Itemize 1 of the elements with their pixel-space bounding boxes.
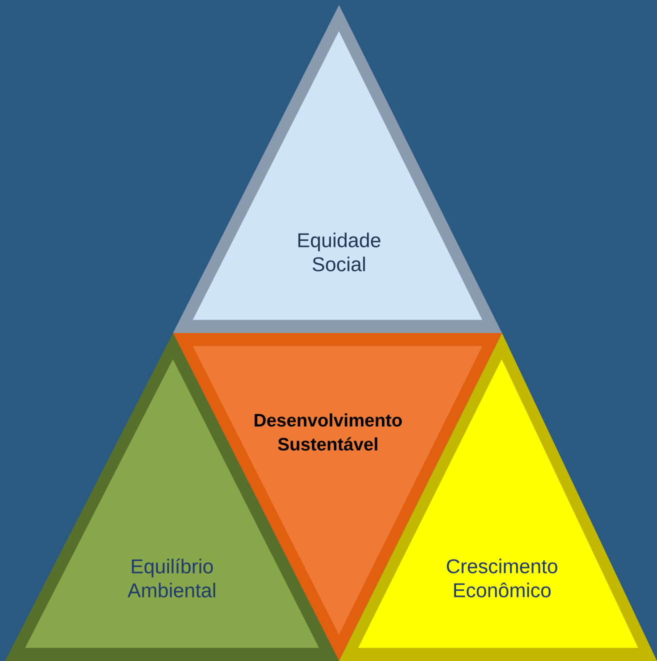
triangle: Equidade Social bbox=[173, 5, 502, 333]
